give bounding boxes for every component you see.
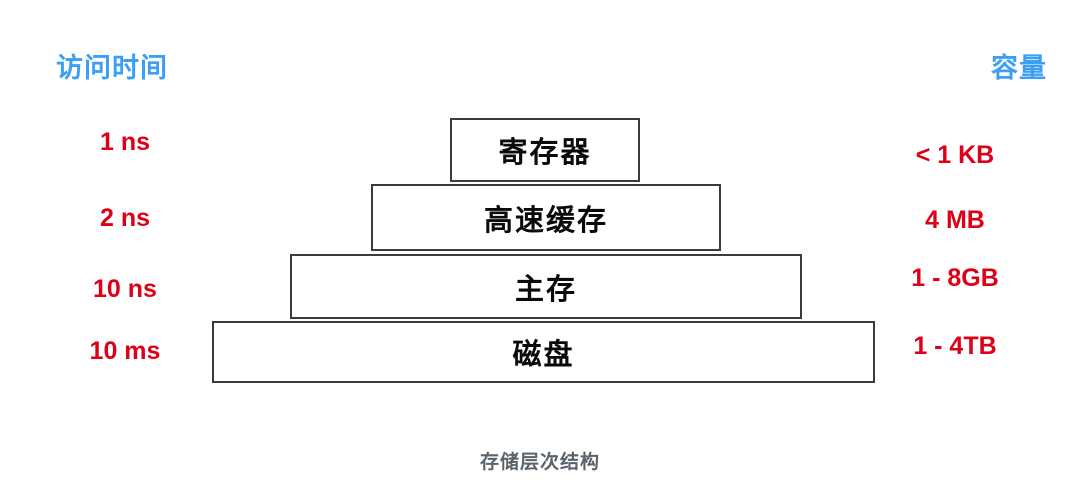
capacity-value-disk: 1 - 4TB	[913, 332, 997, 360]
tier-box-main-memory: 主存	[290, 254, 802, 319]
access-time-value-cache: 2 ns	[99, 204, 151, 232]
tier-box-cache: 高速缓存	[371, 184, 721, 251]
tier-box-disk: 磁盘	[212, 321, 875, 383]
capacity-value-cache: 4 MB	[925, 206, 985, 234]
capacity-value-main-memory: 1 - 8GB	[911, 264, 999, 292]
access-time-value-main-memory: 10 ns	[93, 275, 157, 303]
access-time-header: 访问时间	[56, 53, 168, 83]
tier-label-main-memory: 主存	[514, 273, 577, 306]
tier-label-cache: 高速缓存	[483, 204, 608, 237]
access-time-value-disk: 10 ms	[89, 337, 161, 365]
tier-label-disk: 磁盘	[512, 339, 575, 371]
tier-label-register: 寄存器	[498, 137, 592, 169]
capacity-header: 容量	[991, 53, 1047, 83]
tier-box-register: 寄存器	[450, 118, 640, 182]
capacity-value-register: < 1 KB	[915, 141, 995, 169]
access-time-value-register: 1 ns	[99, 128, 151, 156]
figure-caption: 存储层次结构	[479, 452, 600, 473]
